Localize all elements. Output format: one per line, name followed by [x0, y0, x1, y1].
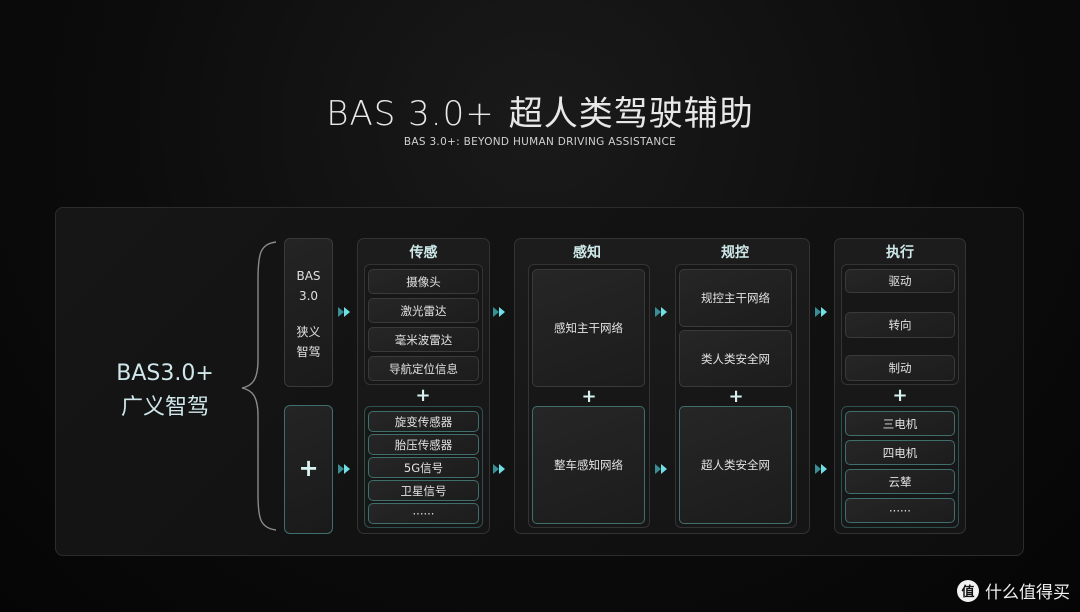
- plus-icon: +: [415, 385, 431, 406]
- sensor-item: 旋变传感器: [368, 411, 479, 432]
- sensor-item: 5G信号: [368, 457, 479, 478]
- sensor-item: 胎压传感器: [368, 434, 479, 455]
- actuator-item: 三电机: [845, 411, 955, 436]
- execution-core-list: 驱动 转向 制动: [841, 264, 959, 385]
- bas-plus-label-line1: BAS3.0+: [116, 361, 214, 386]
- beyond-human-safety-net: 超人类安全网: [679, 406, 792, 524]
- sensing-extended-list: 旋变传感器 胎压传感器 5G信号 卫星信号 ······: [364, 406, 483, 528]
- execution-group: 执行 驱动 转向 制动 + 三电机 四电机 云辇 ······: [834, 238, 966, 534]
- plus-icon: +: [298, 454, 319, 482]
- sensor-item-more: ······: [368, 503, 479, 524]
- sensing-title: 传感: [409, 245, 438, 261]
- plus-icon: +: [728, 386, 744, 407]
- execution-extended-list: 三电机 四电机 云辇 ······: [841, 406, 959, 528]
- plus-extension-box: +: [284, 405, 333, 534]
- planning-title: 规控: [721, 245, 749, 261]
- double-chevron-icon: [338, 464, 350, 474]
- sensor-item: 激光雷达: [368, 298, 479, 323]
- perception-column: 感知主干网络 + 整车感知网络: [528, 264, 650, 528]
- actuator-item: 制动: [845, 355, 955, 381]
- double-chevron-icon: [493, 464, 505, 474]
- actuator-item: 驱动: [845, 269, 955, 293]
- perception-title: 感知: [573, 245, 601, 261]
- sensor-item: 摄像头: [368, 269, 479, 294]
- actuator-item: 转向: [845, 312, 955, 338]
- sensor-item: 导航定位信息: [368, 356, 479, 381]
- double-chevron-icon: [815, 307, 827, 317]
- bas-plus-label-line2: 广义智驾: [120, 395, 209, 420]
- double-chevron-icon: [815, 464, 827, 474]
- bas-text: BAS: [296, 269, 321, 283]
- slide-title: BAS 3.0+ 超人类驾驶辅助: [0, 86, 1080, 135]
- bas30-narrow-box: BAS 3.0 狭义 智驾: [284, 238, 333, 387]
- vehicle-perception-network: 整车感知网络: [532, 406, 645, 524]
- title-en: BAS 3.0+: [326, 94, 495, 134]
- double-chevron-icon: [493, 307, 505, 317]
- narrow-text: 狭义: [296, 325, 321, 339]
- sensing-group: 传感 摄像头 激光雷达 毫米波雷达 导航定位信息 + 旋变传感器 胎压传感器 5…: [357, 238, 490, 534]
- sensor-item: 卫星信号: [368, 480, 479, 501]
- plus-icon: +: [581, 386, 597, 407]
- slide-subtitle: BAS 3.0+: BEYOND HUMAN DRIVING ASSISTANC…: [403, 136, 677, 148]
- actuator-item: 云辇: [845, 469, 955, 494]
- humanlike-safety-net: 类人类安全网: [679, 330, 792, 387]
- watermark-text: 什么值得买: [985, 583, 1070, 603]
- double-chevron-icon: [655, 464, 667, 474]
- actuator-item: 四电机: [845, 440, 955, 465]
- curly-brace-icon: [241, 241, 277, 531]
- actuator-item-more: ······: [845, 498, 955, 523]
- watermark-logo: 值 什么值得买: [957, 578, 1070, 603]
- double-chevron-icon: [655, 307, 667, 317]
- sensor-item: 毫米波雷达: [368, 327, 479, 352]
- bas-plus-label: BAS3.0+ 广义智驾: [105, 357, 225, 425]
- double-chevron-icon: [338, 307, 350, 317]
- smzdm-logo-icon: 值: [957, 579, 979, 602]
- execution-title: 执行: [886, 245, 914, 261]
- smart-drive-text: 智驾: [296, 345, 321, 359]
- plus-icon: +: [892, 385, 908, 406]
- planning-backbone-network: 规控主干网络: [679, 269, 792, 327]
- perception-planning-group: 感知 规控 感知主干网络 + 整车感知网络 规控主干网络 类人类安全网 + 超人…: [514, 238, 810, 534]
- sensing-core-list: 摄像头 激光雷达 毫米波雷达 导航定位信息: [364, 264, 483, 385]
- planning-column: 规控主干网络 类人类安全网 + 超人类安全网: [675, 264, 797, 528]
- perception-backbone-network: 感知主干网络: [532, 269, 645, 387]
- title-cn: 超人类驾驶辅助: [508, 94, 754, 134]
- bas-version: 3.0: [298, 289, 319, 303]
